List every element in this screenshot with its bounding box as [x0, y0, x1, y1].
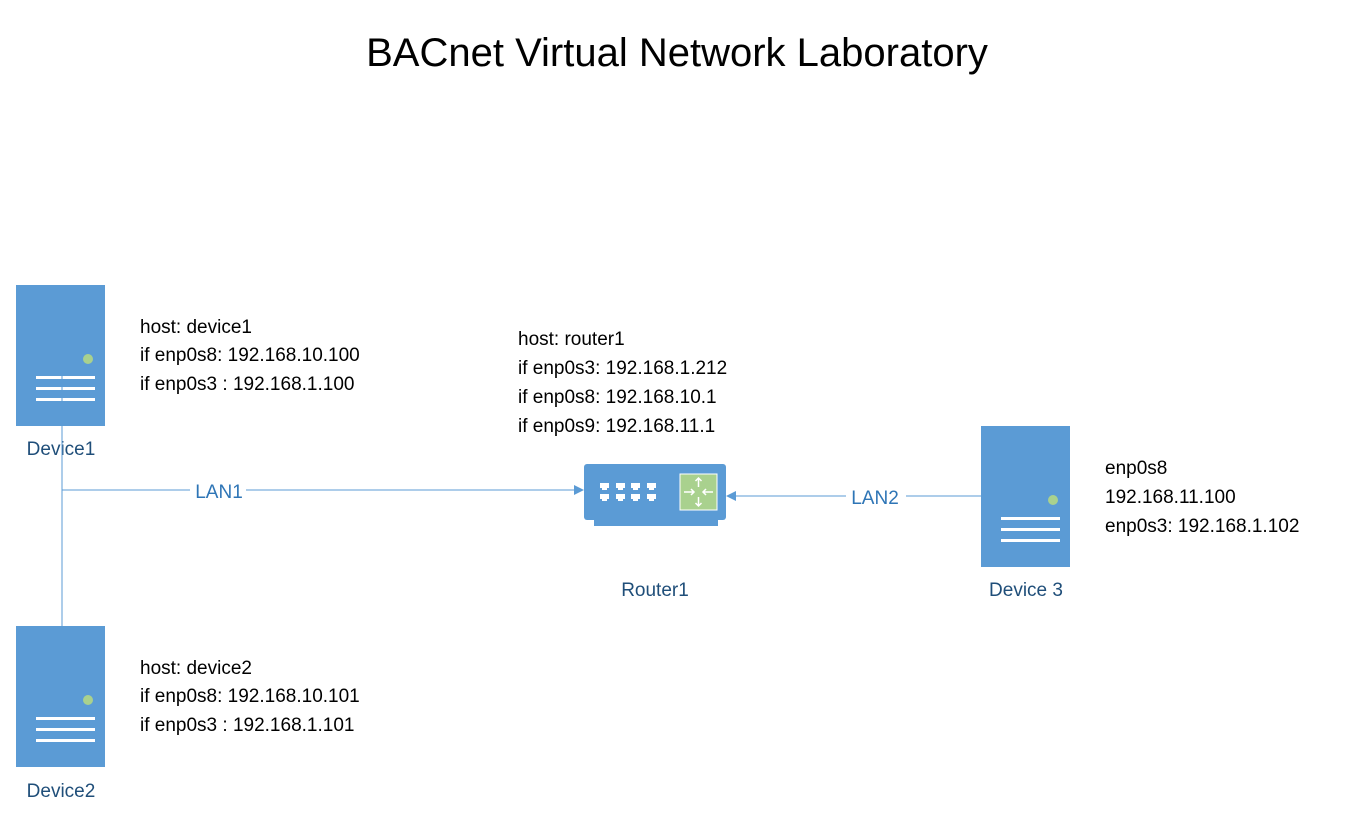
drive-slot — [36, 728, 95, 731]
server-icon — [16, 626, 105, 767]
router1-node[interactable]: Router1 — [584, 464, 726, 601]
server-icon — [16, 285, 105, 426]
device2-info-line: host: device2 — [140, 658, 252, 679]
device2-caption: Device2 — [27, 781, 96, 802]
device3-info-line: enp0s3: 192.168.1.102 — [1105, 516, 1299, 537]
router1-caption: Router1 — [621, 580, 689, 601]
status-led — [83, 695, 93, 705]
device2-info-line: if enp0s3 : 192.168.1.101 — [140, 715, 354, 736]
router1-info-line: if enp0s8: 192.168.10.1 — [518, 387, 717, 408]
router1-info-line: if enp0s9: 192.168.11.1 — [518, 416, 715, 437]
route-arrows-icon — [684, 476, 713, 508]
lan1-label-bg — [190, 480, 246, 502]
router-icon — [584, 464, 726, 526]
device1-info: host: device1 if enp0s8: 192.168.10.100 … — [140, 317, 360, 395]
drive-slot — [36, 398, 95, 401]
device3-info: enp0s8 192.168.11.100 enp0s3: 192.168.1.… — [1105, 458, 1299, 537]
device3-caption: Device 3 — [989, 580, 1063, 601]
device3-info-line: enp0s8 — [1105, 458, 1167, 479]
drive-slot — [36, 717, 95, 720]
device1-info-line: if enp0s8: 192.168.10.100 — [140, 345, 360, 366]
status-led — [1048, 495, 1058, 505]
device3-node[interactable]: Device 3 — [981, 426, 1070, 601]
server-body — [16, 626, 105, 767]
router1-info: host: router1 if enp0s3: 192.168.1.212 i… — [518, 329, 727, 437]
drive-slot — [36, 387, 95, 390]
ethernet-ports-icon — [600, 483, 656, 501]
drive-slot — [1001, 517, 1060, 520]
lan2-link[interactable]: LAN2 — [726, 486, 1026, 509]
lan1-link[interactable]: LAN1 — [61, 352, 584, 698]
device1-node[interactable]: Device1 — [16, 285, 105, 460]
server-body — [16, 285, 105, 426]
drive-slot — [1001, 528, 1060, 531]
device1-info-line: host: device1 — [140, 317, 252, 338]
drive-slot — [36, 376, 95, 379]
device3-info-line: 192.168.11.100 — [1105, 487, 1236, 508]
device2-info: host: device2 if enp0s8: 192.168.10.101 … — [140, 658, 360, 736]
device1-info-line: if enp0s3 : 192.168.1.100 — [140, 374, 354, 395]
status-led — [83, 354, 93, 364]
device1-caption: Device1 — [27, 439, 96, 460]
router1-info-line: host: router1 — [518, 329, 625, 350]
device2-info-line: if enp0s8: 192.168.10.101 — [140, 686, 360, 707]
lan2-label: LAN2 — [851, 488, 899, 509]
device2-node[interactable]: Device2 — [16, 626, 105, 802]
lan1-label: LAN1 — [195, 482, 243, 503]
page-title: BACnet Virtual Network Laboratory — [366, 31, 988, 75]
drive-slot — [36, 739, 95, 742]
router1-info-line: if enp0s3: 192.168.1.212 — [518, 358, 727, 379]
drive-slot — [1001, 539, 1060, 542]
lan2-label-bg — [846, 486, 906, 508]
router-base — [594, 520, 718, 526]
